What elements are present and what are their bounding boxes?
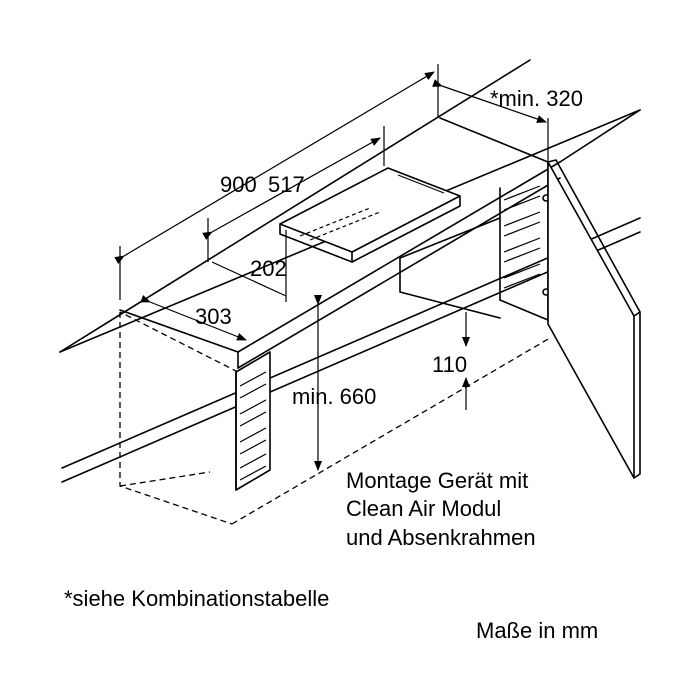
label-110: 110: [432, 352, 467, 377]
units-note: Maße in mm: [476, 618, 598, 643]
dim-303: [140, 294, 247, 341]
caption-line-3: und Absenkrahmen: [346, 525, 536, 550]
label-min-320: *min. 320: [490, 86, 583, 111]
dim-202: [211, 230, 287, 302]
dim-517: [202, 126, 385, 262]
caption-line-1: Montage Gerät mit: [346, 468, 528, 493]
label-303: 303: [195, 304, 232, 329]
left-filter-module: [235, 351, 271, 491]
footnote: *siehe Kombinationstabelle: [64, 586, 329, 611]
label-517: 517: [268, 172, 305, 197]
label-min-660: min. 660: [292, 384, 376, 409]
dim-320: [432, 79, 549, 162]
label-202: 202: [250, 256, 287, 281]
hob-cutout: [279, 167, 461, 263]
caption-line-2: Clean Air Modul: [346, 496, 501, 521]
base-cabinet-outline: [119, 311, 551, 525]
cabinet-door: [547, 159, 641, 479]
label-900: 900: [220, 172, 257, 197]
